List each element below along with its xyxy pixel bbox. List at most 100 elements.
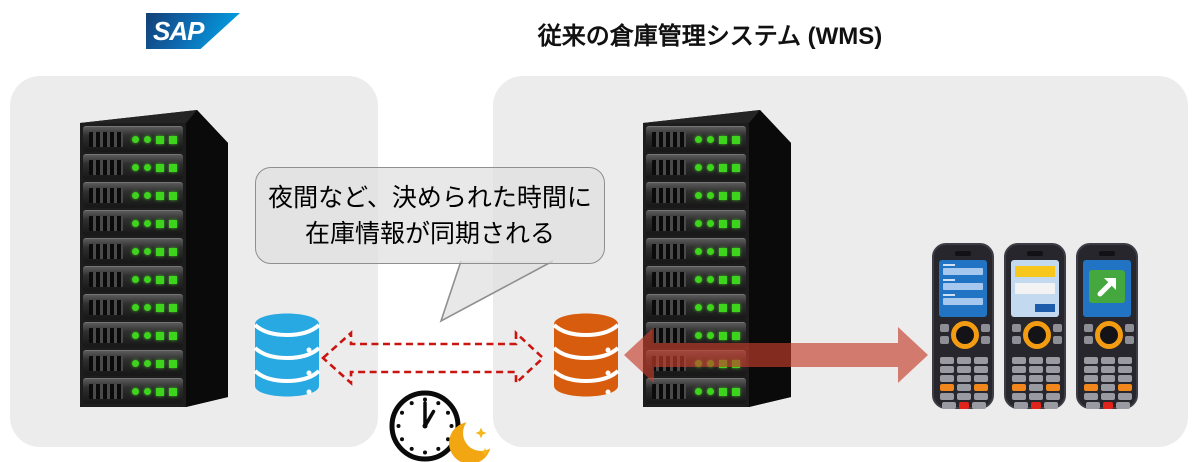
vent-grill-icon — [652, 300, 686, 315]
vent-grill-icon — [89, 384, 123, 399]
keypad-key — [1014, 402, 1028, 409]
keypad-key — [1084, 393, 1098, 400]
led-lights-icon — [695, 247, 740, 256]
server-unit — [83, 322, 183, 348]
keypad-key — [1084, 384, 1098, 391]
vent-grill-icon — [89, 356, 123, 371]
keypad-key — [1029, 366, 1043, 373]
page-title: 従来の倉庫管理システム (WMS) — [537, 23, 883, 50]
side-key — [981, 336, 990, 344]
keypad-key — [1046, 357, 1060, 364]
vent-grill-icon — [652, 244, 686, 259]
keypad-key — [1012, 393, 1026, 400]
led-lights-icon — [695, 219, 740, 228]
keypad-key — [957, 357, 971, 364]
keypad-key — [1118, 393, 1132, 400]
keypad-key — [1101, 366, 1115, 373]
side-key — [981, 324, 990, 332]
keypad-key — [974, 366, 988, 373]
keypad-key — [1118, 375, 1132, 382]
server-unit — [83, 238, 183, 264]
keypad-key — [1029, 375, 1043, 382]
server-unit — [83, 350, 183, 376]
crescent-moon-icon — [449, 422, 491, 462]
led-lights-icon — [132, 247, 177, 256]
speaker-notch — [1099, 251, 1115, 256]
speaker-notch — [1027, 251, 1043, 256]
led-lights-icon — [132, 191, 177, 200]
keypad-key — [974, 375, 988, 382]
side-key — [1084, 324, 1093, 332]
dpad-ring-button — [1095, 321, 1123, 349]
keypad-key — [940, 357, 954, 364]
side-key — [1012, 336, 1021, 344]
keypad-key — [940, 366, 954, 373]
keypad-key — [1012, 375, 1026, 382]
vent-grill-icon — [652, 188, 686, 203]
keypad-key — [1084, 357, 1098, 364]
vent-grill-icon — [652, 216, 686, 231]
keypad-key — [1046, 366, 1060, 373]
vent-grill-icon — [89, 244, 123, 259]
vent-grill-icon — [89, 216, 123, 231]
led-lights-icon — [132, 163, 177, 172]
side-key — [1084, 336, 1093, 344]
keypad-key — [942, 402, 956, 409]
led-lights-icon — [132, 359, 177, 368]
keypad-key — [1103, 402, 1113, 409]
keypad-key — [957, 384, 971, 391]
server-unit — [83, 378, 183, 404]
orange-database-icon — [552, 313, 620, 397]
keypad-key — [1029, 357, 1043, 364]
keypad-key — [1012, 366, 1026, 373]
keypad-key — [972, 402, 986, 409]
keypad-key — [1046, 375, 1060, 382]
keypad-key — [1116, 402, 1130, 409]
vent-grill-icon — [89, 188, 123, 203]
vent-grill-icon — [652, 272, 686, 287]
server-unit — [83, 294, 183, 320]
sap-logo: SAP — [146, 13, 240, 49]
server-unit — [83, 266, 183, 292]
keypad-key — [974, 357, 988, 364]
led-lights-icon — [132, 275, 177, 284]
keypad-key — [1086, 402, 1100, 409]
led-lights-icon — [695, 135, 740, 144]
bubble-line-1: 夜間など、決められた時間に — [268, 183, 592, 212]
server-unit — [83, 210, 183, 236]
keypad-key — [974, 393, 988, 400]
keypad-key — [1101, 384, 1115, 391]
dashed-double-headed-arrow-icon — [321, 330, 545, 386]
led-lights-icon — [132, 135, 177, 144]
blue-database-icon — [253, 313, 321, 397]
led-lights-icon — [695, 331, 740, 340]
handheld-terminal-icon — [1004, 243, 1066, 409]
vent-grill-icon — [89, 300, 123, 315]
keypad-key — [959, 402, 969, 409]
led-lights-icon — [132, 303, 177, 312]
server-unit — [83, 182, 183, 208]
keypad-key — [957, 375, 971, 382]
bubble-line-2: 在庫情報が同期される — [304, 219, 555, 248]
keypad-key — [1031, 402, 1041, 409]
server-rack-icon — [631, 108, 793, 410]
side-key — [1053, 336, 1062, 344]
keypad-key — [957, 366, 971, 373]
led-lights-icon — [695, 303, 740, 312]
side-key — [940, 336, 949, 344]
server-unit — [646, 210, 746, 236]
server-unit — [646, 294, 746, 320]
server-rack-icon — [68, 108, 230, 410]
keypad-key — [957, 393, 971, 400]
led-lights-icon — [132, 387, 177, 396]
vent-grill-icon — [89, 132, 123, 147]
keypad-key — [1046, 393, 1060, 400]
vent-grill-icon — [652, 160, 686, 175]
terminal-keypad — [939, 357, 989, 409]
terminal-keypad — [1011, 357, 1061, 409]
led-lights-icon — [695, 387, 740, 396]
vent-grill-icon — [652, 328, 686, 343]
keypad-key — [1084, 375, 1098, 382]
keypad-key — [1012, 384, 1026, 391]
keypad-key — [974, 384, 988, 391]
